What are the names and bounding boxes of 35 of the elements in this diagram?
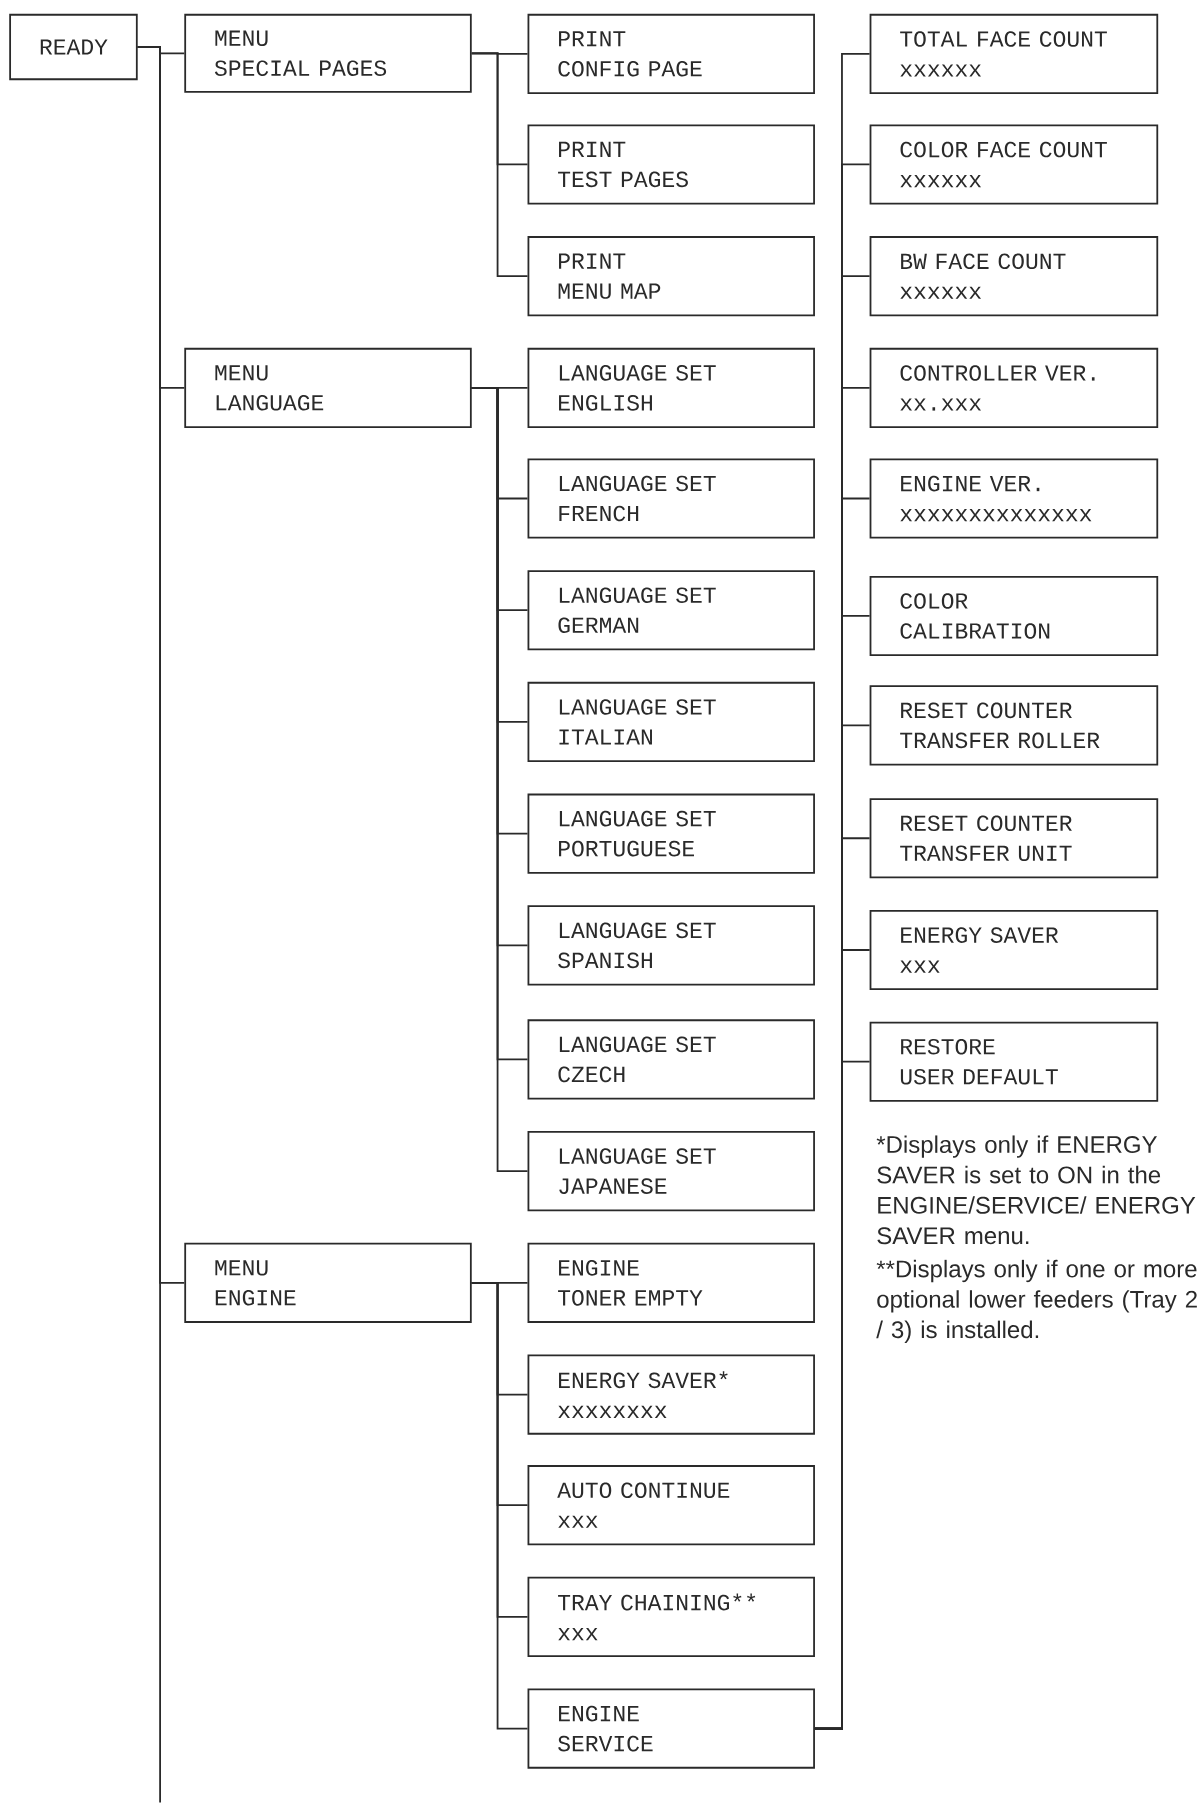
menu-item-box: LANGUAGE SET ENGLISH	[527, 347, 816, 428]
menu-box: MENU SPECIAL PAGES	[184, 13, 472, 93]
menu-item-box: LANGUAGE SET PORTUGUESE	[527, 793, 816, 874]
menu-item-box: ENGINE SERVICE	[527, 1688, 816, 1769]
footnote-text: **Displays only if one or more optional lower feeders (Tray 2 / 3) is installed.	[876, 1259, 1197, 1343]
menu-item-box: PRINT MENU MAP	[527, 236, 816, 317]
menu-item-box: ENERGY SAVER* xxxxxxxx	[527, 1354, 816, 1435]
menu-item-box: CONTROLLER VER. xx.xxx	[869, 347, 1159, 428]
menu-item-box: LANGUAGE SET JAPANESE	[527, 1131, 816, 1212]
menu-item-box: TRAY CHAINING** xxx	[527, 1576, 816, 1657]
connector-line	[470, 52, 529, 278]
footnote-text: *Displays only if ENERGY SAVER is set to ON in the ENGINE/SERVICE/ ENERGY SAVER menu.	[876, 1135, 1196, 1245]
menu-item-box: LANGUAGE SET FRENCH	[527, 458, 816, 539]
menu-item-box: LANGUAGE SET ITALIAN	[527, 681, 816, 762]
menu-item-box: PRINT TEST PAGES	[527, 124, 816, 205]
menu-item-box: ENERGY SAVER xxx	[869, 909, 1159, 991]
status-box: READY	[9, 13, 138, 81]
menu-item-box: LANGUAGE SET SPANISH	[527, 905, 816, 986]
menu-item-box: RESET COUNTER TRANSFER UNIT	[869, 798, 1159, 879]
menu-item-box: AUTO CONTINUE xxx	[527, 1465, 816, 1546]
menu-item-box: LANGUAGE SET GERMAN	[527, 570, 816, 651]
menu-item-box: COLOR FACE COUNT xxxxxx	[869, 124, 1159, 205]
menu-item-box: RESTORE USER DEFAULT	[869, 1021, 1159, 1102]
menu-item-box: PRINT CONFIG PAGE	[527, 13, 816, 94]
menu-box: MENU ENGINE	[184, 1242, 472, 1323]
menu-item-box: ENGINE TONER EMPTY	[527, 1242, 816, 1323]
menu-item-box: RESET COUNTER TRANSFER ROLLER	[869, 685, 1159, 766]
menu-item-box: LANGUAGE SET CZECH	[527, 1019, 816, 1100]
menu-item-box: ENGINE VER. xxxxxxxxxxxxxx	[869, 458, 1159, 539]
connector-line	[470, 1281, 529, 1730]
menu-item-box: COLOR CALIBRATION	[869, 575, 1159, 657]
menu-box: MENU LANGUAGE	[184, 347, 472, 428]
menu-item-box: TOTAL FACE COUNT xxxxxx	[869, 13, 1159, 94]
connector-line	[136, 46, 162, 1804]
menu-item-box: BW FACE COUNT xxxxxx	[869, 236, 1159, 317]
